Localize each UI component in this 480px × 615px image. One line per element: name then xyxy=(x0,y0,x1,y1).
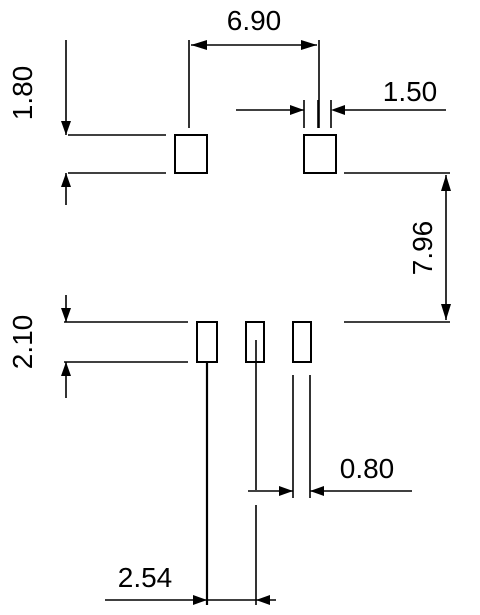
arrowhead xyxy=(279,486,293,496)
top-left-pad xyxy=(174,134,208,174)
dim-6-90: 6.90 xyxy=(188,5,320,128)
arrowhead xyxy=(191,40,207,50)
dim-1-50: 1.50 xyxy=(236,76,446,128)
dim-0-80: 0.80 xyxy=(248,453,412,496)
arrowhead xyxy=(61,173,71,187)
bottom-pad-3 xyxy=(292,321,312,363)
dim-label: 0.80 xyxy=(340,453,395,484)
arrowhead xyxy=(310,486,324,496)
arrowhead xyxy=(301,40,317,50)
arrowhead xyxy=(441,304,451,320)
arrowhead xyxy=(290,105,304,115)
bottom-pad-1 xyxy=(196,321,218,363)
dim-7-96: 7.96 xyxy=(344,172,451,323)
dim-label: 2.54 xyxy=(118,562,173,593)
dim-label: 6.90 xyxy=(227,5,282,36)
arrowhead xyxy=(61,362,71,376)
dim-label: 1.50 xyxy=(383,76,438,107)
arrowhead xyxy=(441,175,451,191)
arrowhead xyxy=(61,121,71,135)
dim-2-54: 2.54 xyxy=(105,562,276,605)
arrowhead xyxy=(61,308,71,322)
dim-label: 7.96 xyxy=(407,221,438,276)
arrowhead xyxy=(193,595,207,605)
dim-label: 2.10 xyxy=(7,315,38,370)
dim-1-80: 1.80 xyxy=(7,40,166,205)
dim-label: 1.80 xyxy=(7,66,38,121)
arrowhead xyxy=(331,105,345,115)
top-right-pad xyxy=(303,134,337,174)
arrowhead xyxy=(256,595,270,605)
bottom-pad-2 xyxy=(245,321,265,363)
dim-2-10: 2.10 xyxy=(7,295,188,398)
